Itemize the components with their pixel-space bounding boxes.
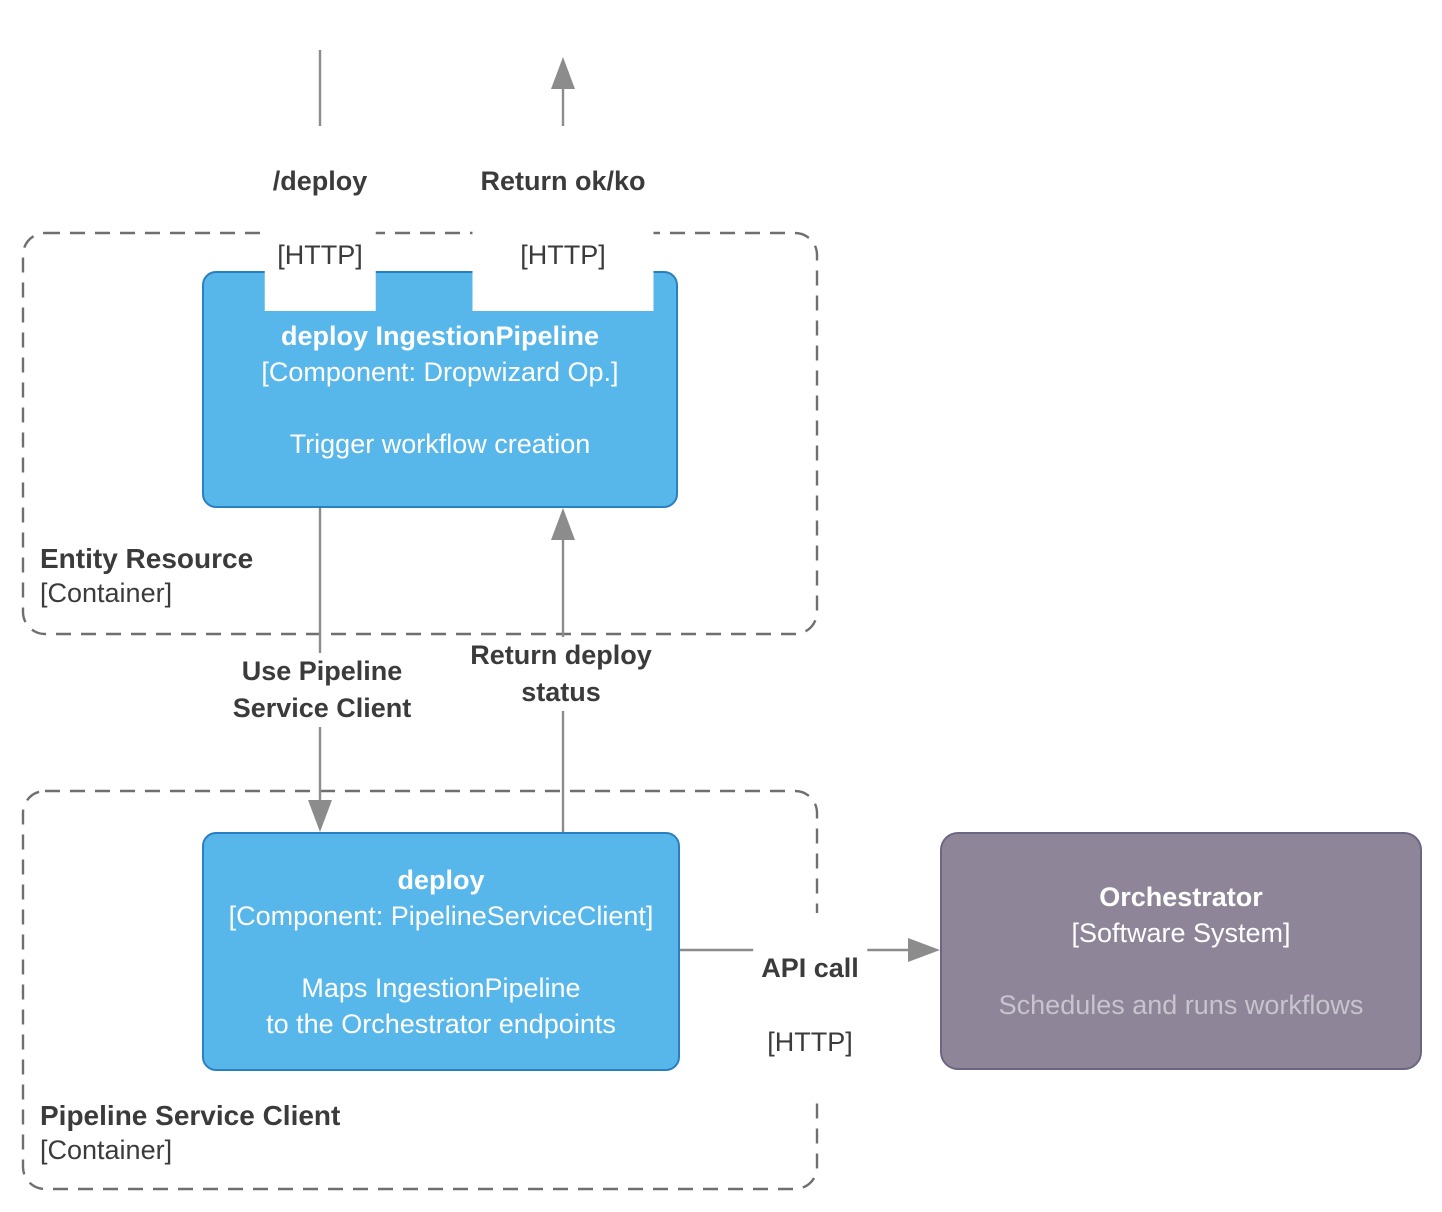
deploy-pipeline-service-client-name: deploy — [397, 864, 485, 895]
deploy-pipeline-service-client-description: Maps IngestionPipeline to the Orchestrat… — [266, 972, 616, 1039]
pipeline-service-client-container-name: Pipeline Service Client — [40, 1100, 341, 1131]
api-call-relationship-label: API call [HTTP] — [753, 913, 867, 1098]
entity-resource-container-label: Entity Resource [Container] — [40, 541, 253, 611]
api-call-relationship-technology: [HTTP] — [767, 1027, 853, 1057]
entity-resource-container-type: [Container] — [40, 578, 173, 608]
orchestrator-type: [Software System] — [1071, 918, 1291, 948]
deploy-relationship-name: /deploy — [272, 166, 368, 196]
deploy-relationship-technology: [HTTP] — [277, 240, 363, 270]
deploy-ingestion-pipeline-description: Trigger workflow creation — [289, 428, 591, 459]
return-ok-ko-relationship-name: Return ok/ko — [480, 166, 646, 196]
entity-resource-container-border — [21, 231, 819, 636]
deploy-ingestion-pipeline-name: deploy IngestionPipeline — [280, 320, 600, 351]
orchestrator-name: Orchestrator — [1099, 882, 1263, 912]
entity-resource-container-name: Entity Resource — [40, 543, 254, 574]
use-pipeline-client-arrow-head — [308, 800, 332, 832]
pipeline-service-client-container-type: [Container] — [40, 1135, 173, 1165]
pipeline-service-client-container-label: Pipeline Service Client [Container] — [40, 1098, 340, 1168]
return-deploy-status-arrow-head — [551, 508, 575, 540]
return-deploy-status-relationship-label: Return deploy status — [462, 637, 660, 711]
deploy-pipeline-service-client-component[interactable]: deploy [Component: PipelineServiceClient… — [202, 832, 680, 1071]
orchestrator-system[interactable]: Orchestrator [Software System] Schedules… — [940, 832, 1422, 1070]
deploy-ingestion-pipeline-type: [Component: Dropwizard Op.] — [261, 356, 619, 387]
return-ok-ko-relationship-label: Return ok/ko [HTTP] — [472, 126, 654, 311]
use-pipeline-client-relationship-label: Use Pipeline Service Client — [224, 653, 420, 727]
api-call-arrow-head — [908, 938, 940, 962]
deploy-relationship-label: /deploy [HTTP] — [264, 126, 376, 311]
deploy-pipeline-service-client-type: [Component: PipelineServiceClient] — [228, 900, 654, 931]
orchestrator-description: Schedules and runs workflows — [998, 990, 1364, 1020]
return-ok-ko-arrow-head — [551, 57, 575, 89]
return-ok-ko-relationship-technology: [HTTP] — [520, 240, 606, 270]
api-call-relationship-name: API call — [761, 953, 859, 983]
